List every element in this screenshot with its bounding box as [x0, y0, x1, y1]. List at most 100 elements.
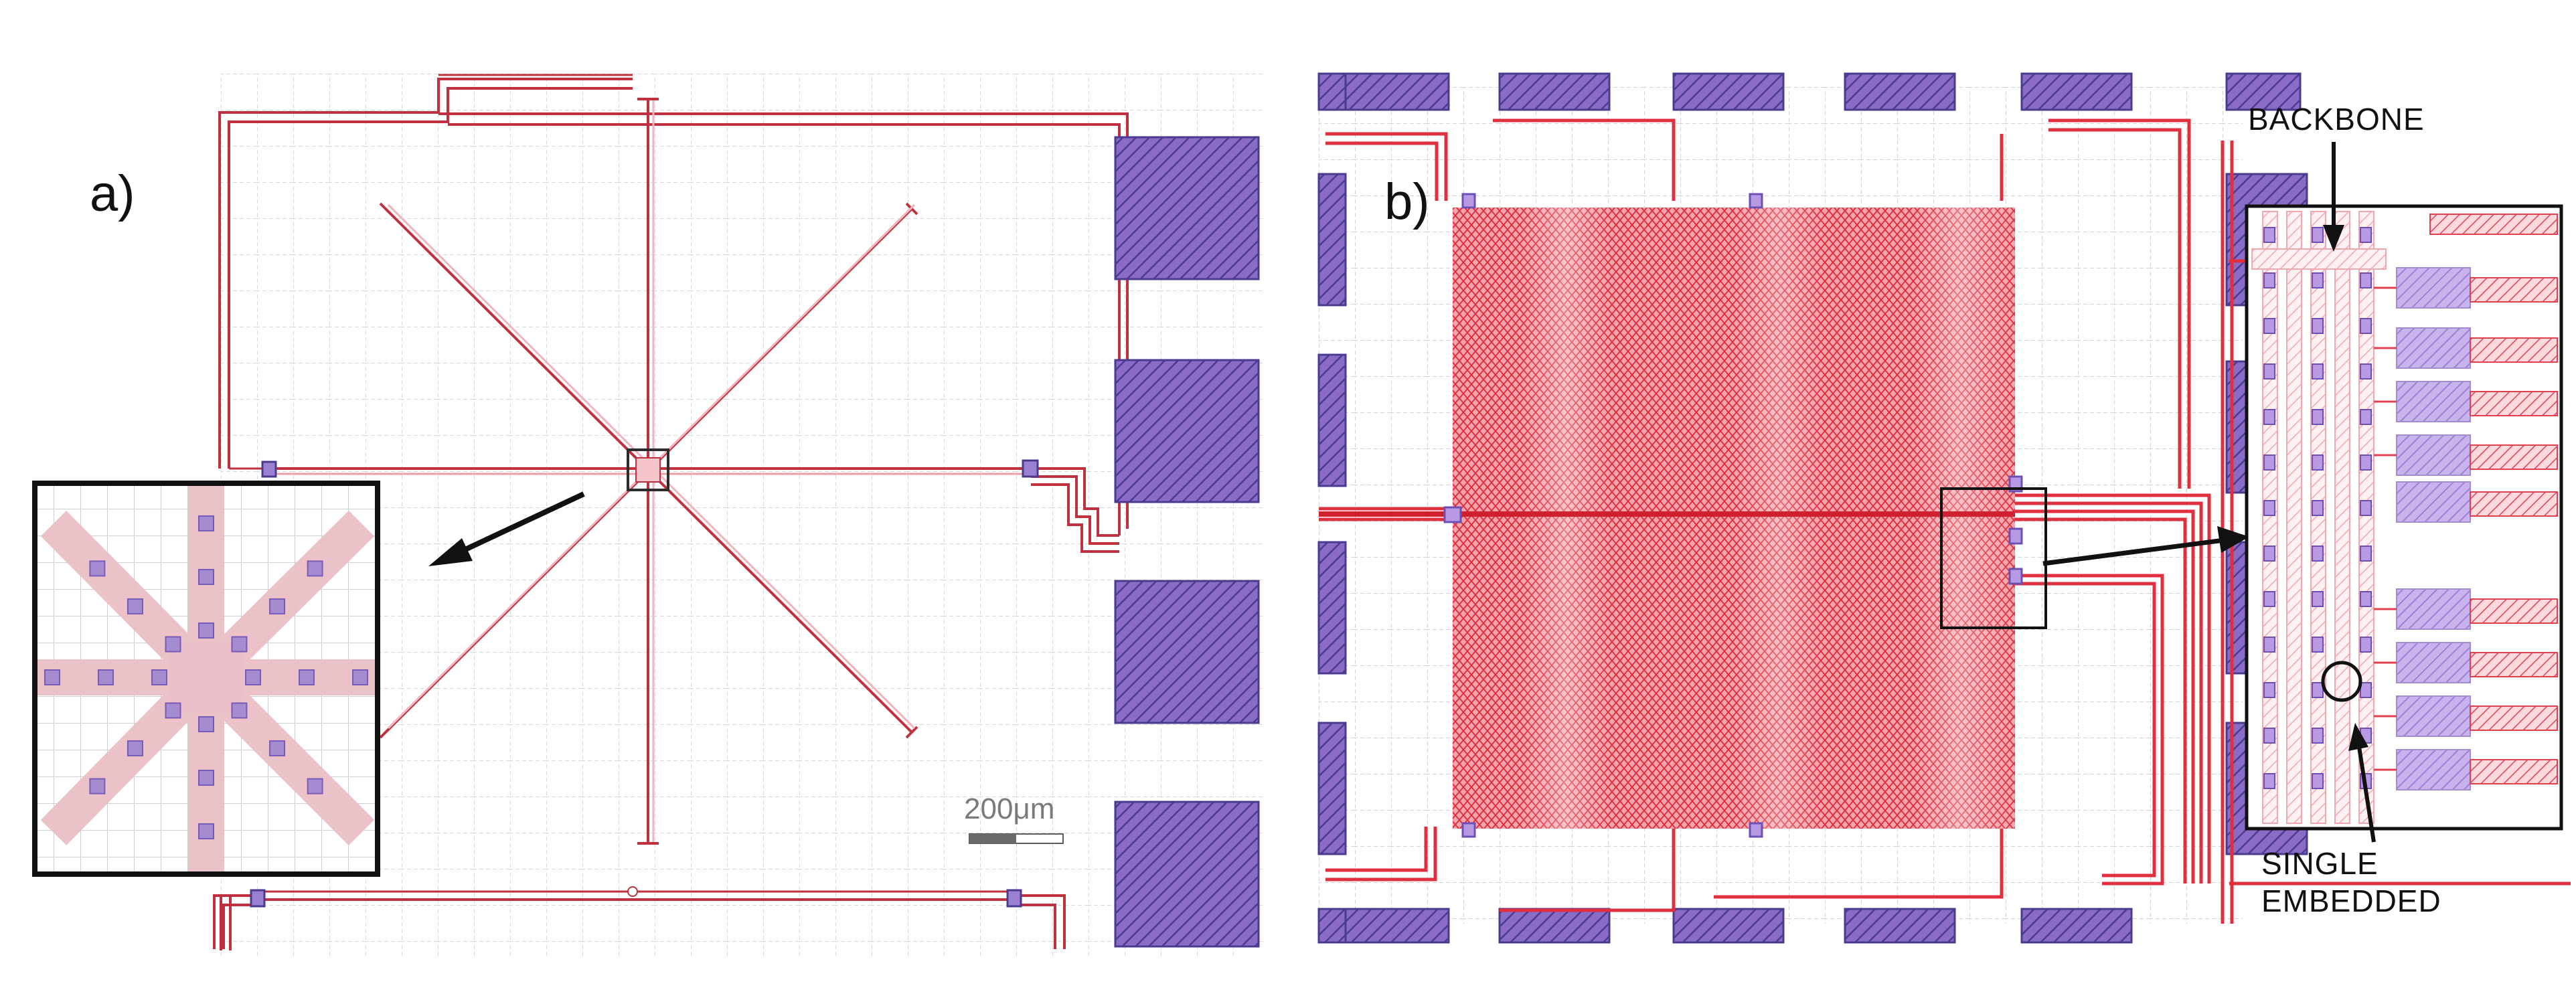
bond-pad-top	[1844, 72, 1956, 111]
inset-contacts	[44, 515, 368, 839]
inset-contact	[98, 669, 114, 685]
inset-trace	[2470, 391, 2558, 416]
inset-pad	[2396, 327, 2471, 369]
inset-trace	[2470, 652, 2558, 677]
panel-b: b) BACKBONE SINGLE EMBEDDED	[1299, 0, 2571, 1004]
inset-contact	[198, 770, 214, 786]
inset-contact	[245, 669, 261, 685]
scale-bar-label: 200μm	[964, 792, 1055, 825]
column-contact	[2312, 591, 2324, 607]
contact-pad-bottom-left	[250, 889, 266, 908]
column-contact	[2360, 272, 2372, 288]
contact-top-left	[1461, 193, 1476, 209]
inset-contact	[165, 636, 181, 653]
column-contact	[2312, 637, 2324, 653]
inset-trace	[2470, 759, 2558, 784]
inset-pad	[2396, 749, 2471, 790]
inset-contact	[44, 669, 60, 685]
column-contact	[2263, 318, 2275, 334]
bond-pad-top	[1498, 72, 1611, 111]
column-contact	[2263, 773, 2275, 789]
column-contact	[2312, 272, 2324, 288]
center-square	[627, 448, 669, 491]
column-contact	[2312, 546, 2324, 562]
backbone-column	[2334, 211, 2350, 824]
inset-zoom-b	[2245, 204, 2563, 831]
inset-pad	[2396, 434, 2471, 476]
panel-a: a) 200μm	[0, 0, 1272, 1004]
inset-contact	[269, 740, 286, 757]
column-contact	[2312, 409, 2324, 425]
column-contact	[2360, 363, 2372, 380]
inset-b-contents	[2251, 211, 2558, 824]
zoom-box-b	[1940, 487, 2047, 629]
zoom-arrow-b	[2042, 526, 2249, 566]
bond-pad-bottom	[2020, 908, 2133, 944]
inset-trace	[2470, 337, 2558, 363]
column-contact	[2263, 363, 2275, 380]
bond-pad-2	[1114, 359, 1260, 503]
column-contact	[2360, 409, 2372, 425]
inset-contact	[307, 560, 323, 577]
bond-pad-4	[1114, 801, 1260, 948]
zoom-arrow	[428, 491, 585, 566]
backbone-callout: BACKBONE	[2248, 102, 2425, 137]
column-contact	[2263, 637, 2275, 653]
inset-contact	[127, 740, 143, 757]
bond-pad-bottom	[1672, 908, 1785, 944]
bond-pad-bottom	[1844, 908, 1956, 944]
inset-pad	[2396, 695, 2471, 737]
column-contact	[2360, 546, 2372, 562]
contact-pad-left	[261, 461, 277, 478]
column-contact	[2312, 773, 2324, 789]
bond-pad-3	[1114, 580, 1260, 724]
column-contact	[2360, 227, 2372, 243]
inset-trace	[2429, 214, 2558, 235]
column-contact	[2263, 227, 2275, 243]
backbone-arrow	[2323, 142, 2344, 252]
inset-contact	[165, 702, 181, 719]
inset-contact	[299, 669, 315, 685]
center-contact-left	[1443, 506, 1462, 523]
inset-trace	[2470, 277, 2558, 303]
column-contact	[2312, 227, 2324, 243]
inset-contact	[231, 636, 248, 653]
bond-pad-bottom	[1498, 908, 1611, 944]
panel-a-label: a)	[90, 165, 135, 222]
column-contact	[2312, 500, 2324, 516]
column-contact	[2263, 500, 2275, 516]
column-contact	[2360, 637, 2372, 653]
bond-pad-left	[1317, 541, 1347, 675]
inset-contact	[352, 669, 368, 685]
inset-contact	[231, 702, 248, 719]
bond-pad-top	[1338, 72, 1450, 111]
single-embedded-callout-line2: EMBEDDED	[2261, 884, 2441, 918]
inset-trace	[2470, 491, 2558, 517]
inset-contact	[198, 823, 214, 839]
bond-pad-1	[1114, 136, 1260, 280]
inset-contact	[127, 598, 143, 614]
column-contact	[2263, 454, 2275, 471]
via-bottom	[627, 886, 638, 897]
column-contact	[2312, 363, 2324, 380]
bond-pad-left	[1317, 353, 1347, 487]
column-contact	[2312, 682, 2324, 698]
inset-pad	[2396, 588, 2471, 630]
inset-contact	[198, 716, 214, 732]
inset-contact	[198, 515, 214, 531]
inset-trace	[2470, 705, 2558, 731]
column-contact	[2263, 682, 2275, 698]
inset-contact	[89, 560, 106, 577]
edge-contacts	[2008, 475, 2023, 585]
column-contact	[2263, 728, 2275, 744]
inset-contact	[198, 569, 214, 585]
inset-contact	[89, 778, 106, 794]
column-contact	[2360, 682, 2372, 698]
inset-contact	[269, 598, 286, 614]
single-embedded-arrow	[2348, 723, 2376, 843]
column-contact	[2263, 272, 2275, 288]
column-contact	[2263, 409, 2275, 425]
backbone-column	[2286, 211, 2302, 824]
single-embedded-callout-line1: SINGLE	[2261, 846, 2379, 881]
inset-trace	[2470, 444, 2558, 470]
